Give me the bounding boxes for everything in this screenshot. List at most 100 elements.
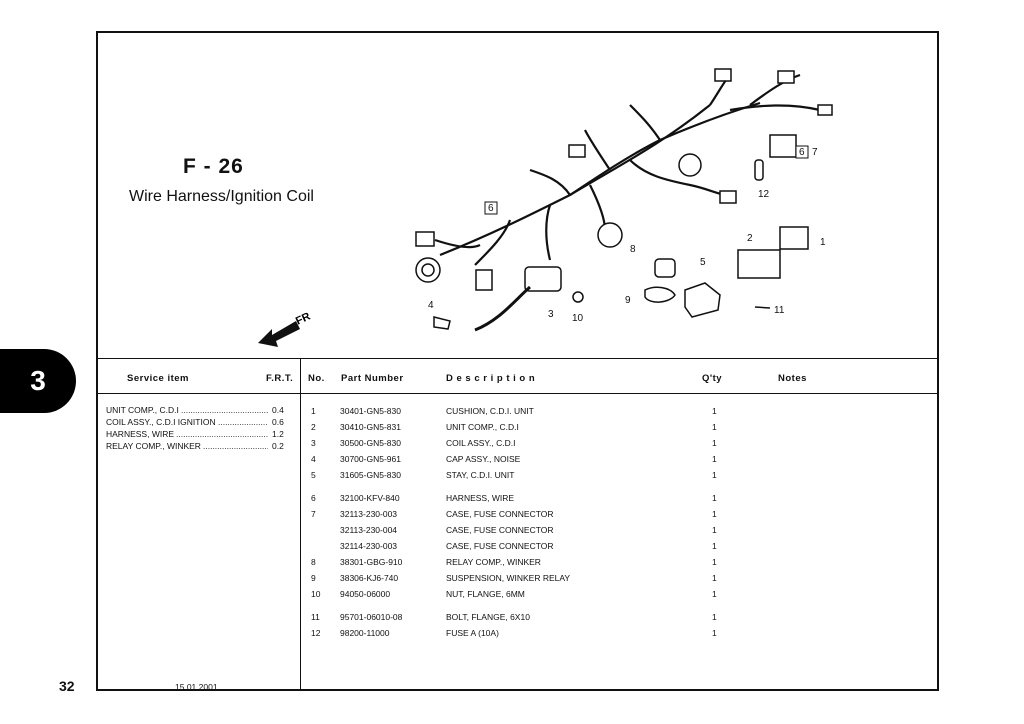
section-code: F - 26 [183, 155, 244, 178]
dot-leader: ........................................… [218, 417, 268, 427]
header-description: D e s c r i p t i o n [446, 373, 536, 384]
table-header-rule [98, 393, 937, 394]
part-number: 94050-06000 [340, 589, 391, 599]
part-description: CASE, FUSE CONNECTOR [446, 509, 554, 519]
part-number-index: 12 [311, 628, 321, 638]
callout-5: 5 [700, 257, 706, 268]
callout-8: 8 [630, 244, 636, 255]
part-quantity: 1 [712, 509, 717, 519]
part-quantity: 1 [712, 589, 717, 599]
part-number-index: 3 [311, 438, 316, 448]
part-number-index: 2 [311, 422, 316, 432]
part-number: 95701-06010-08 [340, 612, 403, 622]
service-item-row: RELAY COMP., WINKER 0.2..................… [106, 441, 286, 451]
part-number-index: 10 [311, 589, 321, 599]
ignition-coil-shape [524, 266, 562, 292]
part-description: UNIT COMP., C.D.I [446, 422, 519, 432]
callout-10: 10 [572, 313, 584, 324]
service-item-frt: 1.2 [272, 429, 284, 439]
part-description: CUSHION, C.D.I. UNIT [446, 406, 534, 416]
part-quantity: 1 [712, 573, 717, 583]
part-number: 30410-GN5-831 [340, 422, 401, 432]
part-number-index: 11 [311, 612, 320, 622]
part-description: COIL ASSY., C.D.I [446, 438, 516, 448]
part-number-index: 4 [311, 454, 316, 464]
part-description: CASE, FUSE CONNECTOR [446, 525, 554, 535]
header-frt: F.R.T. [266, 373, 294, 384]
part-description: NUT, FLANGE, 6MM [446, 589, 525, 599]
part-number-index: 8 [311, 557, 316, 567]
callout-12: 12 [758, 189, 770, 200]
cdi-stay-shape [684, 282, 721, 318]
cdi-unit-shape [737, 249, 781, 279]
part-number: 31605-GN5-830 [340, 470, 401, 480]
header-part-number: Part Number [341, 373, 404, 384]
dot-leader: ........................................… [203, 441, 268, 451]
service-item-name: HARNESS, WIRE [106, 429, 175, 439]
service-item-name: UNIT COMP., C.D.I [106, 405, 179, 415]
service-item-frt: 0.6 [272, 417, 284, 427]
part-number-index: 6 [311, 493, 316, 503]
service-item-frt: 0.2 [272, 441, 284, 451]
part-number: 32113-230-004 [340, 525, 398, 535]
part-description: CASE, FUSE CONNECTOR [446, 541, 554, 551]
connector-shape [415, 231, 435, 247]
part-number-index: 9 [311, 573, 316, 583]
header-qty: Q'ty [702, 373, 723, 384]
callout-6-harness: 6 [488, 203, 494, 214]
front-direction-arrow-icon: FR [258, 310, 312, 347]
part-quantity: 1 [712, 454, 717, 464]
parts-catalog-frame: F - 26 Wire Harness/Ignition Coil FR Ser… [96, 31, 939, 692]
table-top-rule [98, 358, 937, 359]
part-quantity: 1 [712, 612, 717, 622]
part-quantity: 1 [712, 557, 717, 567]
part-number: 30500-GN5-830 [340, 438, 401, 448]
part-number: 30700-GN5-961 [340, 454, 401, 464]
callout-3: 3 [548, 309, 554, 320]
chapter-tab: 3 [0, 349, 76, 413]
part-number: 32114-230-003 [340, 541, 398, 551]
header-service-item: Service item [127, 373, 189, 384]
callout-4: 4 [428, 300, 434, 311]
page-number: 32 [59, 678, 75, 694]
part-quantity: 1 [712, 406, 717, 416]
service-item-row: HARNESS, WIRE 1.2........................… [106, 429, 286, 439]
part-quantity: 1 [712, 541, 717, 551]
callout-9: 9 [625, 295, 631, 306]
part-description: RELAY COMP., WINKER [446, 557, 541, 567]
part-number: 98200-11000 [340, 628, 390, 638]
part-number: 38306-KJ6-740 [340, 573, 399, 583]
part-number-index: 5 [311, 470, 316, 480]
part-number: 32100-KFV-840 [340, 493, 400, 503]
revision-date: 15.01.2001 [175, 682, 218, 692]
callout-11: 11 [774, 305, 785, 316]
part-number-index: 7 [311, 509, 316, 519]
header-no: No. [308, 373, 325, 384]
callout-7: 7 [812, 147, 818, 158]
part-description: FUSE A (10A) [446, 628, 499, 638]
part-quantity: 1 [712, 493, 717, 503]
part-quantity: 1 [712, 525, 717, 535]
service-item-name: RELAY COMP., WINKER [106, 441, 201, 451]
part-description: STAY, C.D.I. UNIT [446, 470, 515, 480]
callout-2: 2 [747, 233, 753, 244]
wire-harness-diagram: 6 6 7 12 2 1 5 8 9 3 10 4 11 [415, 68, 833, 332]
service-item-name: COIL ASSY., C.D.I IGNITION [106, 417, 216, 427]
callout-6-fuse: 6 [799, 147, 805, 158]
part-number-index: 1 [311, 406, 316, 416]
winker-relay-shape [654, 258, 676, 278]
dot-leader: ........................................… [176, 429, 268, 439]
part-description: BOLT, FLANGE, 6X10 [446, 612, 530, 622]
section-title: Wire Harness/Ignition Coil [129, 188, 314, 205]
header-notes: Notes [778, 373, 807, 384]
direction-label: FR [294, 310, 312, 327]
part-number: 38301-GBG-910 [340, 557, 403, 567]
service-column-divider [300, 358, 301, 689]
callout-1: 1 [820, 237, 826, 248]
part-description: SUSPENSION, WINKER RELAY [446, 573, 571, 583]
service-item-row: COIL ASSY., C.D.I IGNITION 0.6...........… [106, 417, 286, 427]
part-quantity: 1 [712, 628, 717, 638]
part-quantity: 1 [712, 438, 717, 448]
service-item-frt: 0.4 [272, 405, 284, 415]
